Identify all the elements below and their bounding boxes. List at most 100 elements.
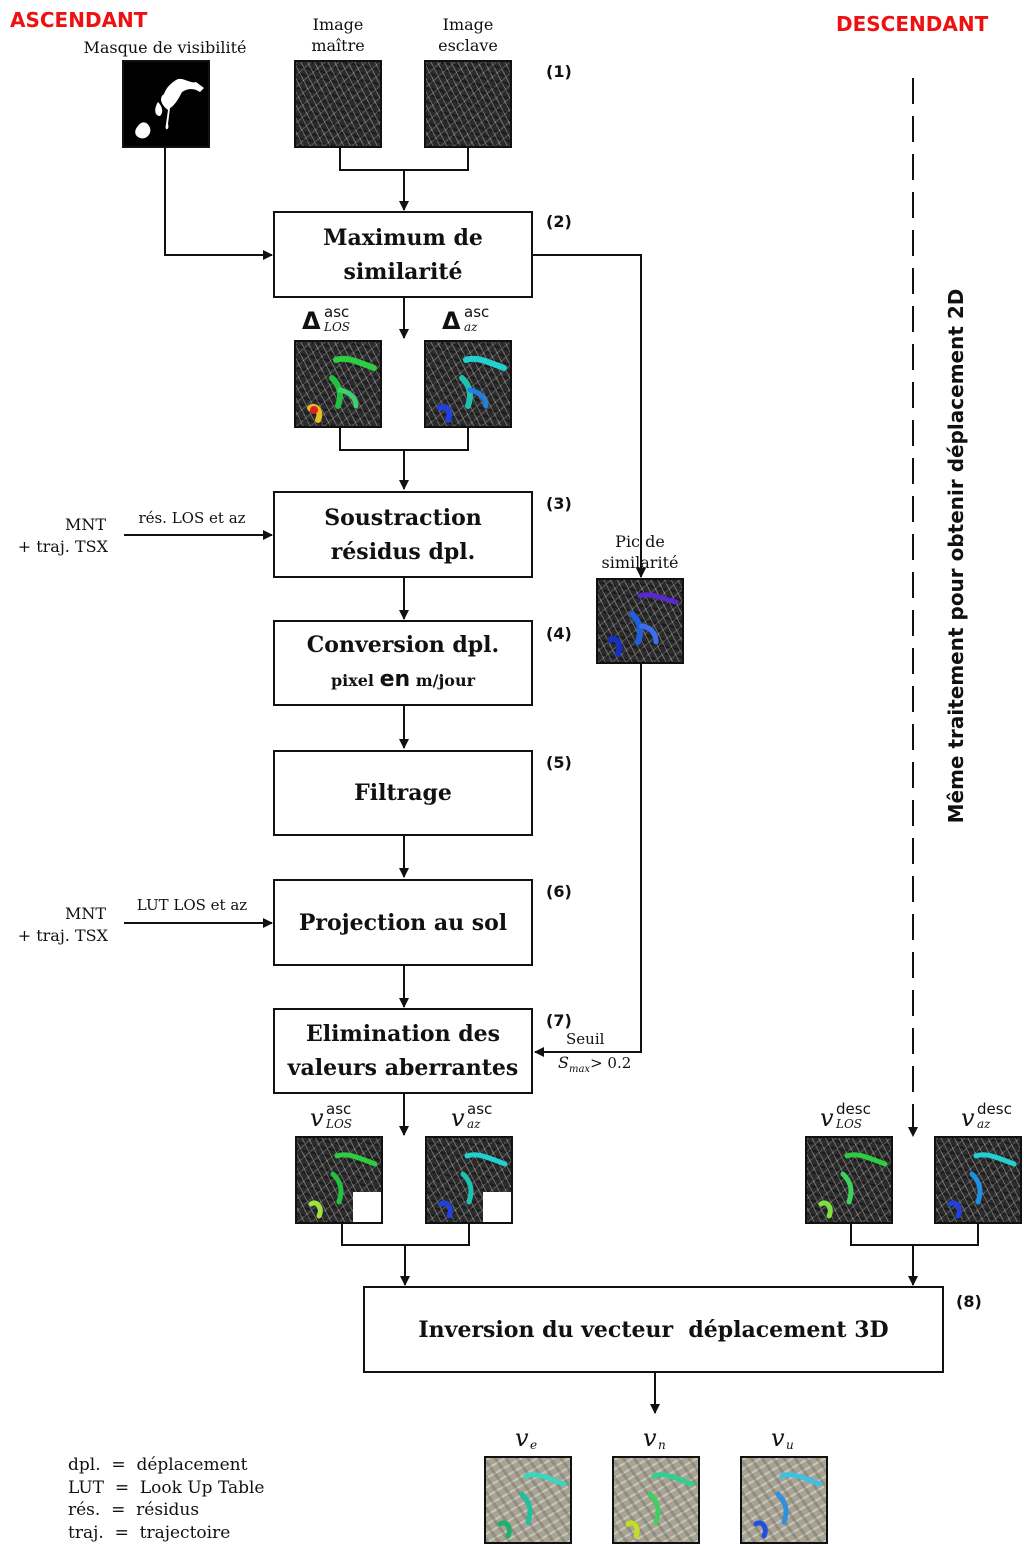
ve-symbol: v e — [515, 1424, 555, 1454]
step-filtering: Filtrage — [273, 750, 533, 836]
slave-image — [424, 60, 512, 148]
legend-item: dpl. = déplacement — [68, 1455, 248, 1475]
step-maximum-similarity: Maximum de similarité — [273, 211, 533, 298]
v-glyph: v — [771, 1424, 785, 1452]
n-subscript: n — [658, 1438, 666, 1452]
residuals-arrow-label: rés. LOS et az — [138, 509, 246, 527]
vn-map — [612, 1456, 700, 1544]
az-subscript: az — [464, 320, 478, 334]
lut-arrow-label: LUT LOS et az — [136, 896, 248, 914]
v-glyph: v — [643, 1424, 657, 1452]
step-2-number: (2) — [546, 212, 572, 231]
step-ground-projection: Projection au sol — [273, 879, 533, 966]
v-los-asc-symbol: v asc LOS — [310, 1100, 380, 1136]
displacement-overlay — [437, 355, 507, 423]
step-residual-subtraction: Soustraction résidus dpl. — [273, 491, 533, 578]
desc-superscript: desc — [836, 1100, 871, 1118]
step-6-number: (6) — [546, 882, 572, 901]
traj-tsx-label-2: + traj. TSX — [17, 926, 108, 945]
descending-processing-note: Même traitement pour obtenir déplacement… — [944, 288, 968, 824]
mnt-label-2: MNT — [64, 904, 106, 923]
los-subscript: LOS — [324, 320, 351, 334]
velocity-overlay — [947, 1152, 1017, 1219]
step-5-number: (5) — [546, 753, 572, 772]
delta-los-asc-symbol: Δ asc LOS — [302, 303, 372, 337]
similarity-peak-map — [596, 578, 684, 664]
v-glyph: v — [820, 1104, 834, 1132]
slave-image-label: Image esclave — [438, 15, 498, 55]
v-az-desc-map — [934, 1136, 1022, 1224]
e-subscript: e — [530, 1438, 538, 1452]
step-3-number: (3) — [546, 494, 572, 513]
master-image-label: Image maître — [311, 15, 365, 55]
master-image — [294, 60, 382, 148]
los-subscript: LOS — [326, 1117, 353, 1131]
step-6-line1: Projection au sol — [298, 909, 508, 936]
v-los-asc-map — [295, 1136, 383, 1224]
mask-label: Masque de visibilité — [83, 38, 247, 57]
ve-map — [484, 1456, 572, 1544]
velocity-overlay — [753, 1472, 823, 1539]
velocity-overlay — [497, 1472, 567, 1539]
step-7-number: (7) — [546, 1011, 572, 1030]
v-los-desc-map — [805, 1136, 893, 1224]
abbreviation-legend: dpl. = déplacement LUT = Look Up Table r… — [68, 1454, 265, 1544]
delta-los-map — [294, 340, 382, 428]
delta-az-asc-symbol: Δ asc az — [442, 303, 512, 337]
step-8-number: (8) — [956, 1292, 982, 1311]
v-glyph: v — [451, 1104, 465, 1132]
step-7-line2: valeurs aberrantes — [287, 1055, 519, 1081]
delta-glyph: Δ — [302, 307, 321, 335]
az-subscript: az — [977, 1117, 991, 1131]
step-4-pixel: pixel — [330, 671, 380, 690]
velocity-overlay — [625, 1472, 695, 1539]
step-4-line1: Conversion dpl. — [306, 632, 500, 658]
displacement-overlay — [307, 355, 377, 423]
step-2-line1: Maximum de — [323, 224, 483, 251]
step-5-line1: Filtrage — [354, 780, 452, 806]
delta-glyph: Δ — [442, 307, 461, 335]
los-subscript: LOS — [836, 1117, 863, 1131]
v-glyph: v — [310, 1104, 324, 1132]
step-3-line2: résidus dpl. — [330, 538, 476, 565]
threshold-label: Seuil — [566, 1030, 605, 1048]
threshold-value: > 0.2 — [590, 1054, 632, 1072]
v-az-asc-map — [425, 1136, 513, 1224]
velocity-overlay — [818, 1152, 888, 1219]
v-los-desc-symbol: v desc LOS — [820, 1100, 890, 1136]
asc-superscript: asc — [324, 303, 350, 321]
step-conversion: Conversion dpl. pixel en m/jour — [273, 620, 533, 706]
legend-item: traj. = trajectoire — [68, 1522, 231, 1543]
traj-tsx-label-1: + traj. TSX — [17, 537, 108, 556]
legend-item: LUT = Look Up Table — [68, 1477, 265, 1498]
step-3-line1: Soustraction — [324, 504, 482, 531]
step-outlier-elimination: Elimination des valeurs aberrantes — [273, 1008, 533, 1094]
vn-symbol: v n — [643, 1424, 683, 1454]
v-glyph: v — [515, 1424, 529, 1452]
step-2-line2: similarité — [343, 258, 463, 285]
glacier-mask-shape — [135, 78, 204, 139]
threshold-sub: max — [568, 1064, 591, 1075]
step-4-line2: pixel en m/jour — [331, 662, 475, 698]
step-7-line1: Elimination des — [306, 1021, 500, 1047]
asc-superscript: asc — [326, 1100, 352, 1118]
asc-superscript: asc — [464, 303, 490, 321]
v-glyph: v — [961, 1104, 975, 1132]
u-subscript: u — [786, 1438, 794, 1452]
asc-superscript: asc — [467, 1100, 493, 1118]
threshold-var: S — [558, 1053, 569, 1072]
vu-symbol: v u — [771, 1424, 811, 1454]
step-4-en: en — [379, 667, 411, 692]
ascendant-header: ASCENDANT — [10, 8, 148, 32]
step-3d-inversion: Inversion du vecteur déplacement 3D — [363, 1286, 944, 1373]
step-4-unit: m/jour — [410, 671, 476, 690]
similarity-peak-label: Pic de similarité — [601, 532, 679, 572]
threshold-expression: Smax> 0.2 — [558, 1053, 638, 1079]
v-az-asc-symbol: v asc az — [451, 1100, 521, 1136]
az-subscript: az — [467, 1117, 481, 1131]
delta-az-map — [424, 340, 512, 428]
vu-map — [740, 1456, 828, 1544]
velocity-overlay — [438, 1152, 511, 1222]
velocity-overlay — [308, 1152, 381, 1222]
